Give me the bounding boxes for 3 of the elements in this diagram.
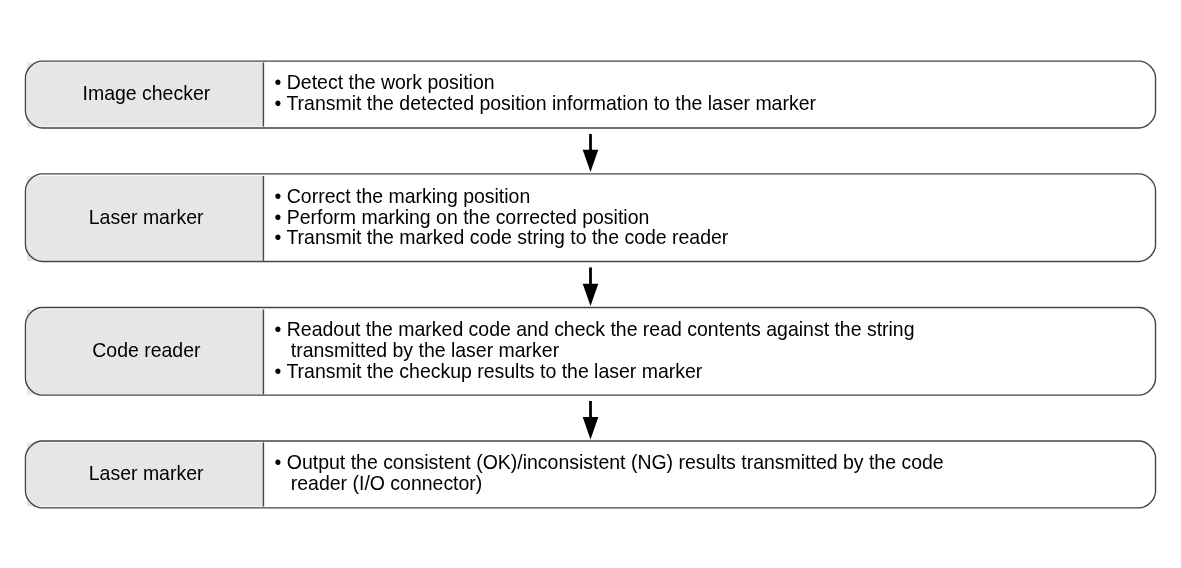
arrow [582, 133, 599, 172]
arrow [582, 266, 599, 306]
arrow [582, 400, 599, 439]
